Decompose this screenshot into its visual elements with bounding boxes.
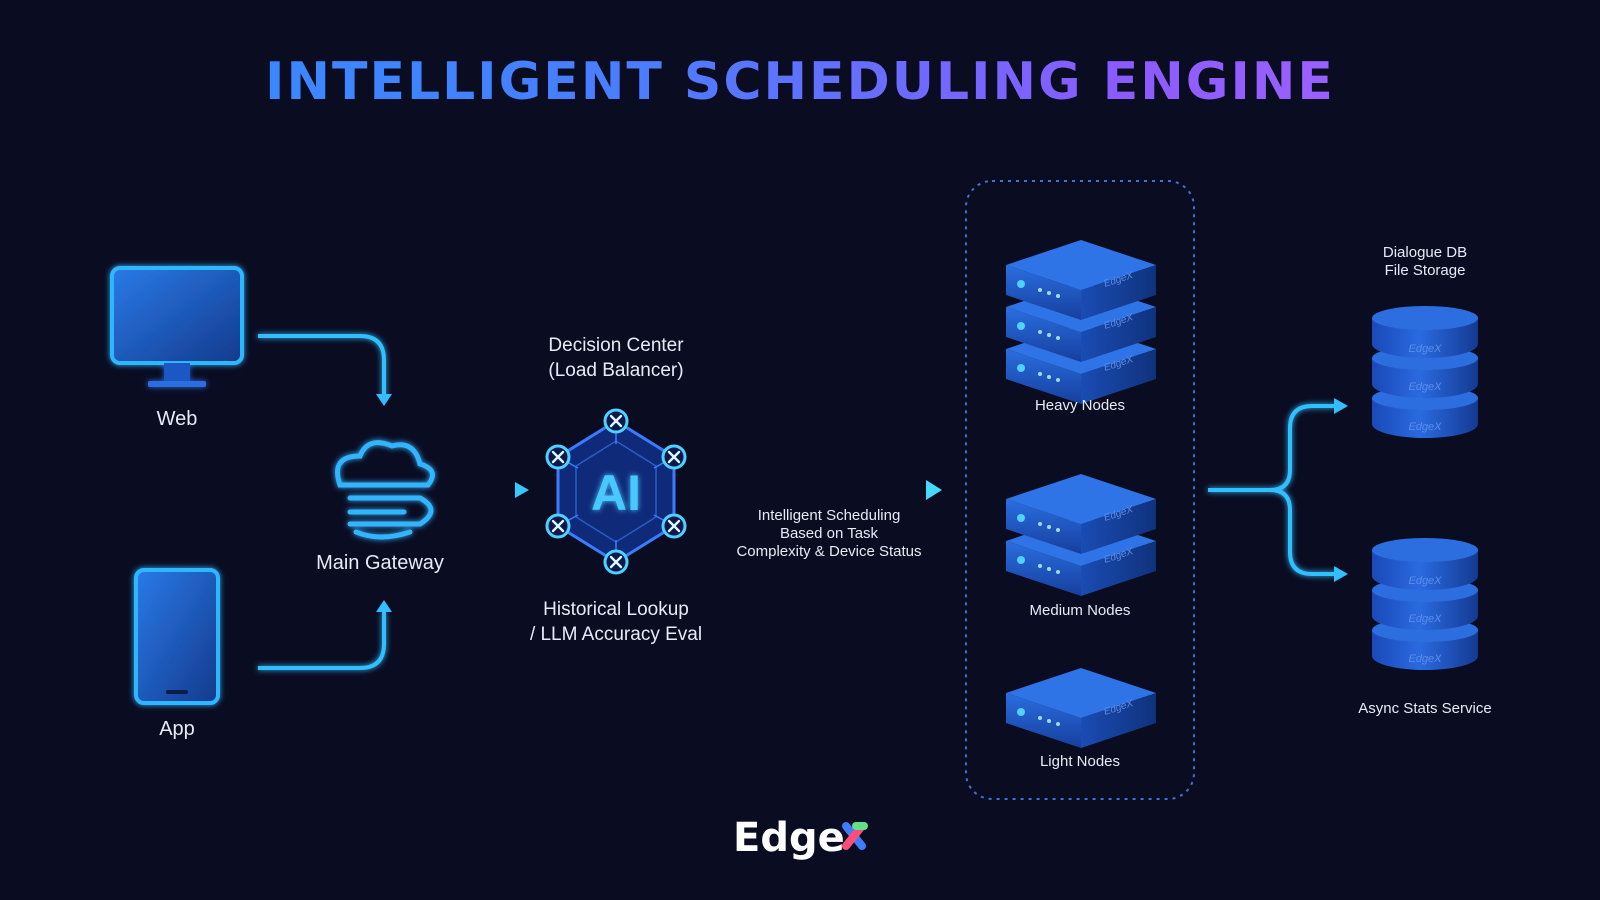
storage-top-line2: File Storage: [1384, 262, 1466, 279]
app-arrow-head: [376, 600, 392, 612]
medium-server-icon: [1006, 474, 1156, 596]
storage-arrow-head-bottom: [1334, 566, 1348, 582]
web-arrow-head: [376, 394, 392, 406]
scheduling-note-line2: Based on Task: [779, 525, 879, 542]
database-icon: [1372, 538, 1478, 670]
db-brand-mark: EdgeX: [1408, 421, 1442, 433]
gateway-label: Main Gateway: [316, 552, 444, 574]
db-brand-mark: EdgeX: [1408, 343, 1442, 355]
storage-top-line1: Dialogue DB: [1382, 244, 1468, 261]
db-brand-mark: EdgeX: [1408, 381, 1442, 393]
db-brand-mark: EdgeX: [1408, 613, 1442, 625]
brand-x-mark: [842, 822, 868, 850]
web-to-gateway-arrow: [258, 334, 386, 397]
app-label: App: [159, 718, 195, 740]
storage-top-label: Dialogue DB File Storage: [1345, 244, 1505, 280]
scheduling-note-line3: Complexity & Device Status: [736, 543, 922, 560]
cloud-icon: [335, 440, 435, 540]
storage-arrow-head-top: [1334, 398, 1348, 414]
brand-logo: Edge: [733, 815, 873, 863]
decision-subtitle: Historical Lookup / LLM Accuracy Eval: [496, 597, 736, 647]
ai-hexagon-icon: [545, 408, 687, 575]
storage-bottom-label: Async Stats Service: [1358, 700, 1492, 717]
brand-logo-text: Edge: [733, 815, 845, 861]
heavy-nodes-label: Heavy Nodes: [1034, 397, 1126, 414]
decision-subtitle-line2: / LLM Accuracy Eval: [529, 624, 703, 645]
nodes-container: [965, 180, 1195, 800]
db-brand-mark: EdgeX: [1408, 575, 1442, 587]
medium-nodes-label: Medium Nodes: [1029, 602, 1131, 619]
monitor-icon: [110, 266, 244, 387]
light-nodes-label: Light Nodes: [1039, 753, 1121, 770]
ai-core-label: AI: [591, 465, 641, 521]
decision-title-line1: Decision Center: [548, 335, 684, 356]
page-title: INTELLIGENT SCHEDULING ENGINE: [0, 52, 1600, 112]
app-to-gateway-arrow: [258, 612, 386, 670]
decision-subtitle-line1: Historical Lookup: [543, 599, 689, 620]
database-icon: [1372, 306, 1478, 438]
smartphone-icon: [134, 568, 220, 705]
db-brand-mark: EdgeX: [1408, 653, 1442, 665]
decision-title-line2: (Load Balancer): [548, 360, 684, 381]
nodes-to-storage-fork: [1208, 404, 1336, 576]
scheduling-note: Intelligent Scheduling Based on Task Com…: [708, 507, 950, 561]
decision-title: Decision Center (Load Balancer): [506, 333, 726, 383]
web-label: Web: [156, 408, 198, 430]
scheduling-note-line1: Intelligent Scheduling: [757, 507, 901, 524]
nodes-arrow-head: [926, 480, 942, 500]
gateway-arrow-head: [515, 482, 529, 498]
